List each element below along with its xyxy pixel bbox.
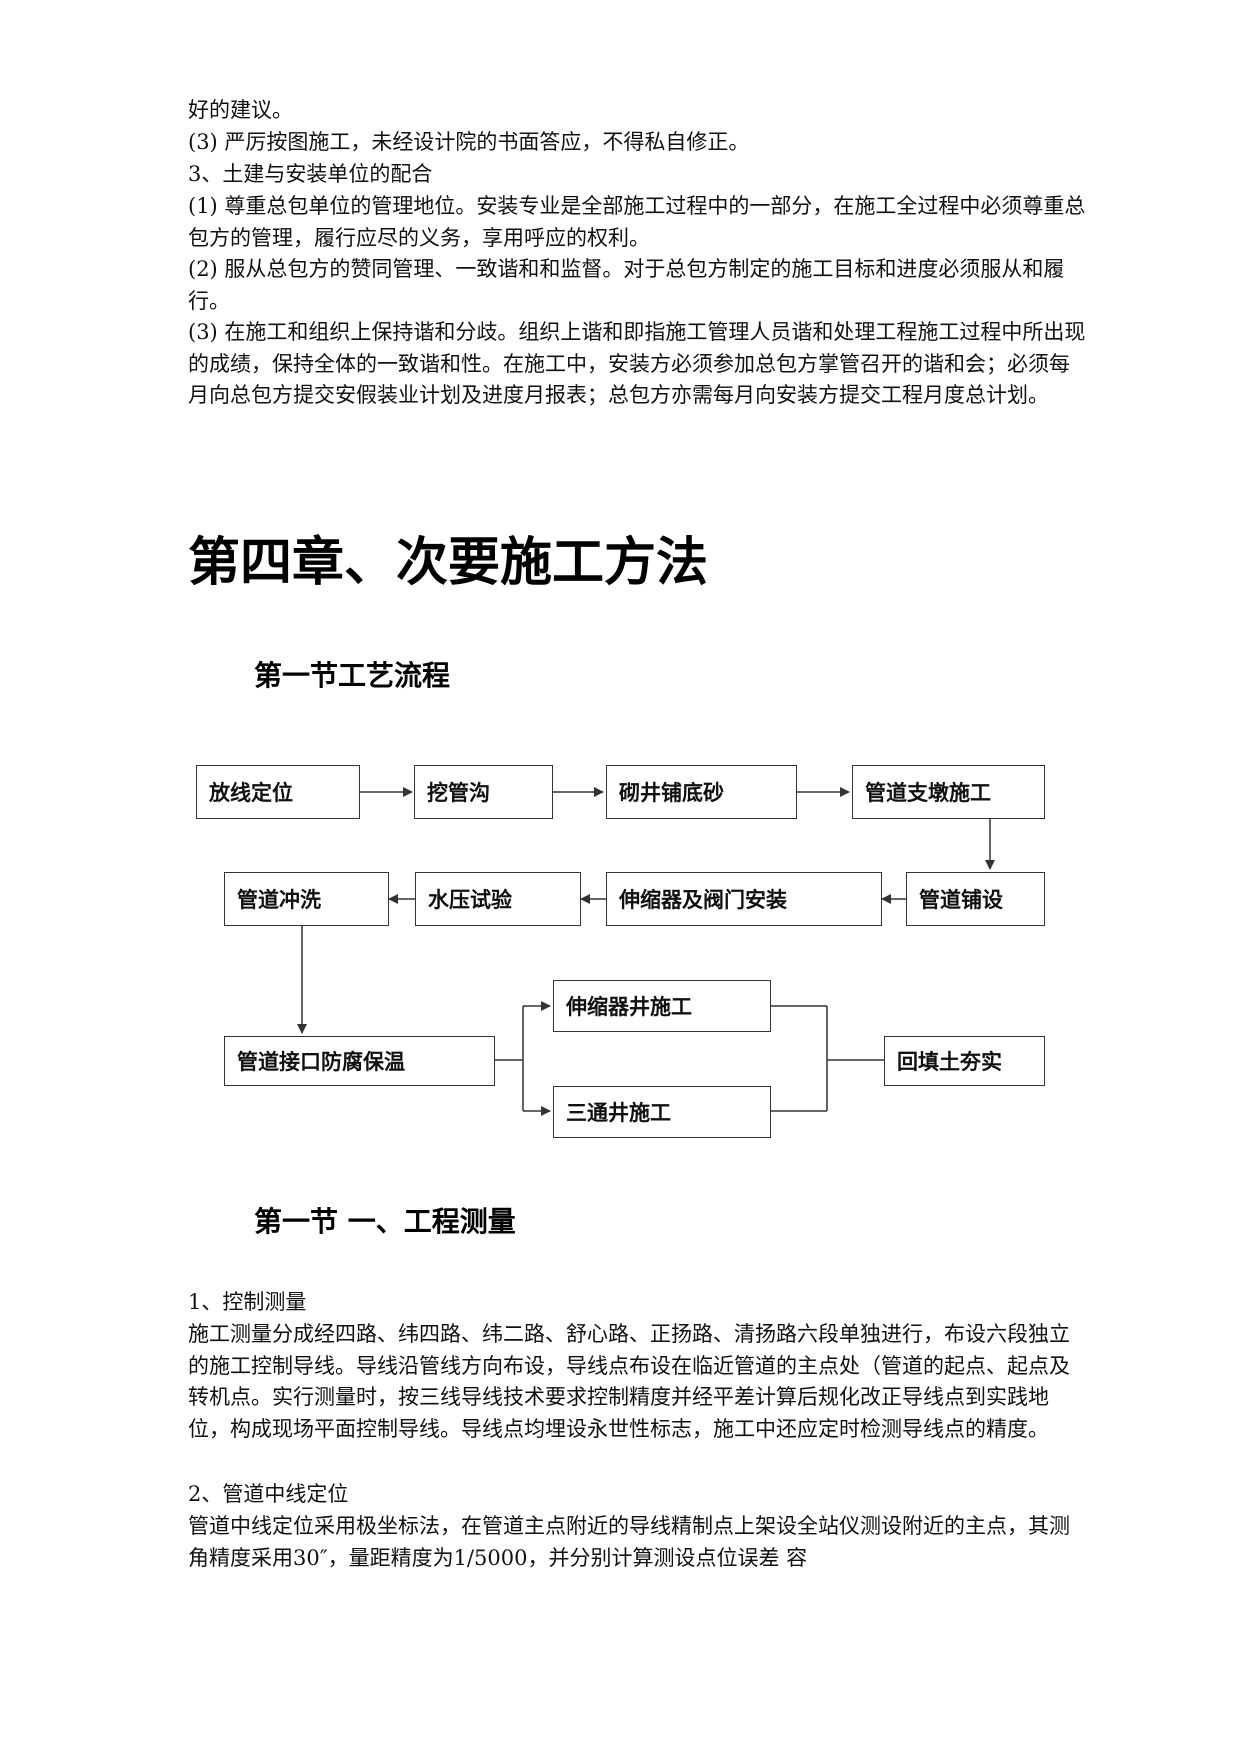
section-title: 第一节工艺流程 — [254, 659, 451, 692]
flow-step-box: 回填土夯实 — [884, 1036, 1045, 1086]
paragraph: (2) 服从总包方的赞同管理、一致谐和和监督。对于总包方制定的施工目标和进度必须… — [188, 257, 1065, 313]
paragraph: (1) 尊重总包单位的管理地位。安装专业是全部施工过程中的一部分，在施工全过程中… — [188, 194, 1086, 250]
text-line: (3) 严厉按图施工，未经设计院的书面答应，不得私自修正。 — [188, 130, 750, 154]
flow-step-box: 管道冲洗 — [224, 872, 389, 926]
flow-step-box: 管道支墩施工 — [852, 765, 1045, 819]
flow-step-box: 砌井铺底砂 — [606, 765, 797, 819]
text-line: 3、土建与安装单位的配合 — [188, 162, 433, 186]
flow-step-box: 管道铺设 — [906, 872, 1045, 926]
section-title: 第一节 一、工程测量 — [254, 1205, 516, 1238]
flow-step-box: 三通井施工 — [553, 1086, 771, 1138]
flow-step-box: 放线定位 — [196, 765, 360, 819]
flow-step-box: 伸缩器井施工 — [553, 980, 771, 1032]
flow-step-box: 挖管沟 — [414, 765, 553, 819]
paragraph: (3) 在施工和组织上保持谐和分歧。组织上谐和即指施工管理人员谐和处理工程施工过… — [188, 320, 1086, 407]
paragraph: 施工测量分成经四路、纬四路、纬二路、舒心路、正扬路、清扬路六段单独进行，布设六段… — [188, 1322, 1070, 1441]
flow-step-box: 水压试验 — [415, 872, 581, 926]
flow-step-box: 伸缩器及阀门安装 — [606, 872, 882, 926]
flow-step-box: 管道接口防腐保温 — [224, 1036, 495, 1086]
chapter-title: 第四章、次要施工方法 — [188, 533, 709, 593]
text-line: 2、管道中线定位 — [188, 1482, 349, 1506]
text-line: 1、控制测量 — [188, 1290, 307, 1314]
paragraph: 管道中线定位采用极坐标法，在管道主点附近的导线精制点上架设全站仪测设附近的主点，… — [188, 1514, 1070, 1570]
text-line: 好的建议。 — [188, 98, 293, 122]
